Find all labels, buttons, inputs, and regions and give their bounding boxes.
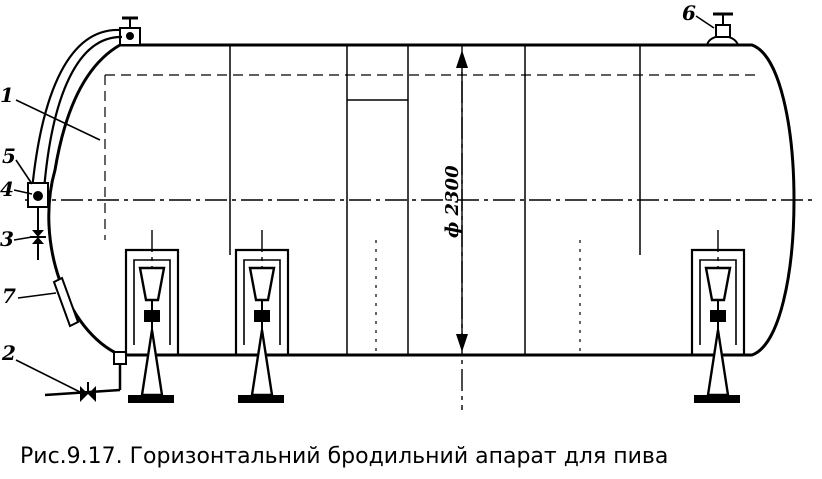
tank-shell (47, 43, 796, 357)
panel-seam-dotted (375, 240, 581, 355)
panel-seams (229, 45, 641, 355)
inner-contour (104, 74, 755, 240)
diameter-label: ф 2300 (442, 165, 463, 238)
leader-lines (13, 15, 715, 393)
sight-glass (52, 276, 80, 328)
manhole-support-1 (124, 248, 180, 403)
callout-2: 2 (1, 341, 16, 365)
callout-7: 7 (2, 284, 16, 308)
callout-4: 4 (0, 177, 14, 201)
top-left-fitting (119, 16, 141, 46)
diameter-dimension: ф 2300 (442, 50, 468, 352)
manhole-support-3 (690, 248, 746, 403)
side-pipe (30, 28, 123, 191)
callout-5: 5 (2, 144, 16, 168)
callout-6: 6 (682, 1, 696, 25)
figure-caption: Рис.9.17. Горизонтальний бродильний апар… (20, 444, 669, 469)
manhole-support-2 (234, 248, 290, 403)
top-valve (706, 12, 739, 46)
drain-pipe (44, 351, 127, 402)
callout-1: 1 (0, 83, 14, 107)
sample-valve (30, 230, 46, 244)
side-fitting (27, 182, 49, 260)
callout-3: 3 (0, 227, 14, 251)
